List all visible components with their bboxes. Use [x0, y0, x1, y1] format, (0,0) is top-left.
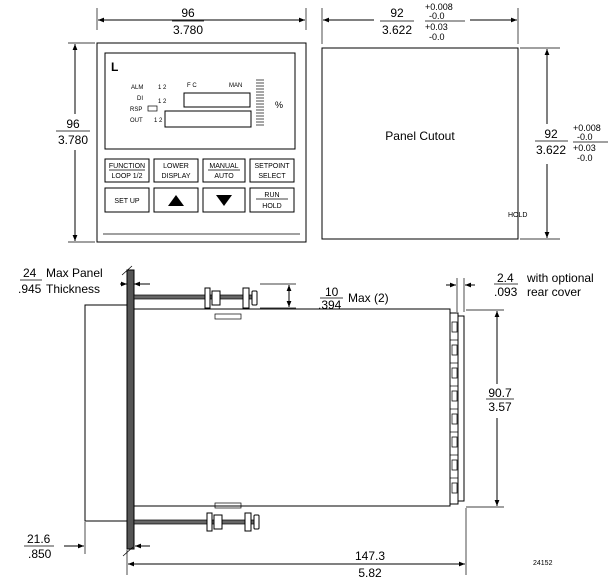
- bezel-mm: 21.6: [27, 532, 51, 546]
- rear-terminal-block: [449, 312, 459, 505]
- side-height-in: 3.57: [488, 400, 512, 414]
- brand-logo: L: [111, 60, 118, 74]
- front-width-mm: 96: [181, 6, 195, 20]
- function-button-label: FUNCTION: [109, 163, 145, 170]
- manual-auto-button[interactable]: [202, 158, 246, 183]
- cutout-width-tol-mm-minus: -0.0: [429, 11, 445, 21]
- panel-thickness-mm: 24: [23, 266, 37, 280]
- cutout-view: 92 3.622 +0.008 -0.0 +0.03 -0.0 Panel Cu…: [321, 2, 608, 240]
- cutout-height-label-bg: [532, 124, 608, 164]
- cutout-height-tol-in-plus: +0.03: [573, 143, 596, 153]
- lower-button-label: LOWER: [163, 163, 189, 170]
- out-label: OUT: [130, 118, 143, 124]
- rear-in: .093: [494, 285, 518, 299]
- front-height-in: 3.780: [58, 133, 88, 147]
- alm-numbers: 1 2: [158, 85, 167, 91]
- lower-display: [164, 110, 252, 128]
- hold-button-label: HOLD: [262, 203, 281, 210]
- function-loop-button[interactable]: [104, 158, 150, 183]
- clamp-mm: 10: [325, 285, 339, 299]
- cutout-height-in: 3.622: [536, 143, 566, 157]
- cutout-width-tol-in-minus: -0.0: [429, 32, 445, 42]
- depth-in: 5.82: [358, 566, 382, 580]
- clamp-in: .394: [318, 298, 342, 312]
- run-hold-button[interactable]: [249, 187, 295, 213]
- rear-note2: rear cover: [527, 285, 581, 299]
- rear-note1: with optional: [526, 271, 594, 285]
- terminals: [450, 321, 458, 494]
- cutout-width-label-bg: [374, 3, 470, 43]
- side-view: 24 Max Panel .945 Thickness: [18, 265, 594, 580]
- side-height-label-bg: [482, 384, 518, 418]
- figure-number: 24152: [533, 560, 553, 567]
- cutout-width-tol-mm-plus: +0.008: [425, 2, 453, 12]
- bezel-side: [84, 304, 128, 522]
- cutout-height-mm: 92: [544, 127, 558, 141]
- man-label: MAN: [229, 83, 242, 89]
- mounting-panel: [126, 269, 135, 550]
- panel-thickness-label2: Thickness: [46, 282, 100, 296]
- loop-button-label: LOOP 1/2: [111, 173, 142, 180]
- cutout-height-tol-mm-plus: +0.008: [573, 123, 601, 133]
- cutout-width-tol-in-plus: +0.03: [425, 22, 448, 32]
- setup-button[interactable]: [104, 187, 150, 213]
- clamp-note: Max (2): [348, 291, 389, 305]
- select-button-label: SELECT: [258, 173, 286, 180]
- cutout-height-tol-mm-minus: -0.0: [577, 132, 593, 142]
- front-height-mm: 96: [66, 117, 80, 131]
- front-view: 96 3.780 96 3.780 L ALM 1 2 F C MAN DI 1…: [52, 6, 307, 243]
- panel-thickness-label1: Max Panel: [46, 266, 103, 280]
- top-mounting-clamp: [133, 287, 258, 320]
- bottom-mounting-clamp: [133, 502, 260, 532]
- cutout-height-tol-in-minus: -0.0: [577, 153, 593, 163]
- di-label: DI: [137, 96, 143, 102]
- setpoint-select-button[interactable]: [249, 158, 295, 183]
- setpoint-button-label: SETPOINT: [254, 163, 290, 170]
- bezel-in: .850: [28, 547, 52, 561]
- side-height-mm: 90.7: [488, 386, 512, 400]
- bargraph: [256, 79, 264, 126]
- di-numbers: 1 2: [158, 99, 167, 105]
- front-height-label-bg: [52, 114, 92, 150]
- display-button-label: DISPLAY: [161, 173, 190, 180]
- cutout-width-in: 3.622: [382, 23, 412, 37]
- alm-label: ALM: [131, 85, 143, 91]
- rear-mm: 2.4: [497, 271, 514, 285]
- arrow-down-icon: [216, 195, 232, 206]
- fc-label: F C: [187, 83, 197, 89]
- lower-display-button[interactable]: [153, 158, 199, 183]
- increment-button[interactable]: [153, 187, 199, 213]
- panel-cutout: [321, 47, 519, 240]
- rear-cover: [457, 315, 465, 502]
- cutout-width-mm: 92: [390, 6, 404, 20]
- upper-display: [183, 92, 251, 108]
- out-numbers: 1 2: [154, 118, 163, 124]
- front-width-in: 3.780: [173, 23, 203, 37]
- auto-button-label: AUTO: [214, 173, 234, 180]
- case-body: [133, 308, 451, 507]
- panel-cutout-label: Panel Cutout: [385, 129, 455, 143]
- rsp-label: RSP: [130, 107, 142, 113]
- cutout-hold-label: HOLD: [508, 212, 527, 219]
- arrow-up-icon: [168, 195, 184, 206]
- rsp-indicator: [147, 105, 158, 112]
- setup-button-label: SET UP: [114, 198, 139, 205]
- percent-label: %: [275, 100, 283, 110]
- run-button-label: RUN: [264, 192, 279, 199]
- panel-break-bottom: [122, 546, 134, 557]
- panel-thickness-in: .945: [18, 282, 42, 296]
- depth-mm: 147.3: [355, 549, 385, 563]
- manual-button-label: MANUAL: [209, 163, 238, 170]
